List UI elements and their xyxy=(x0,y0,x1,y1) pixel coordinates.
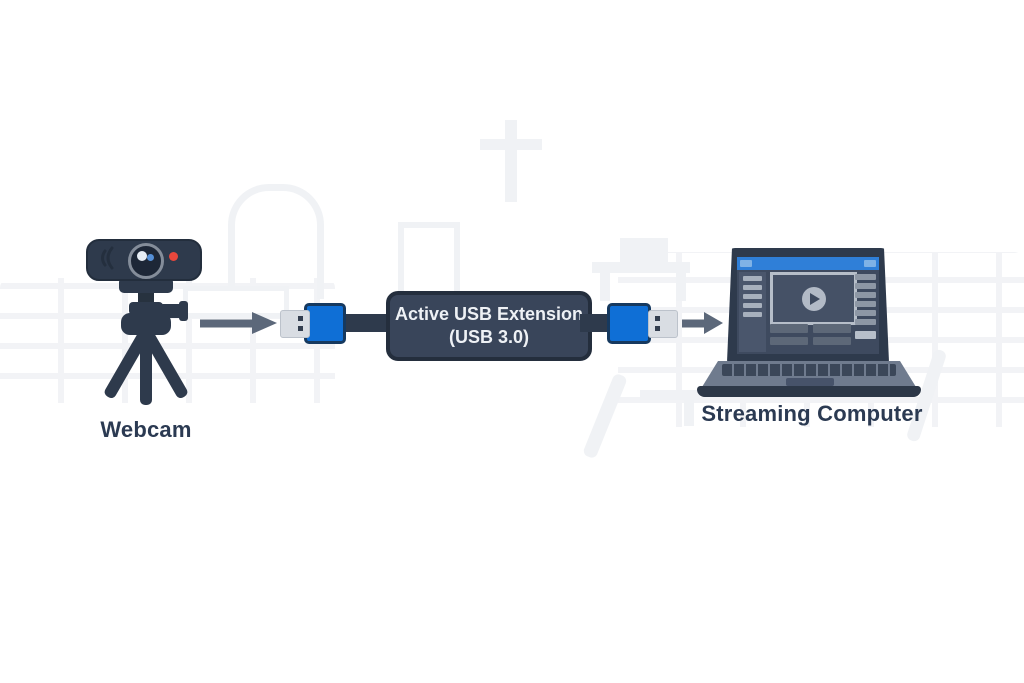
panel-row xyxy=(855,319,876,325)
sidebar-item xyxy=(743,285,762,290)
background-podium-shape xyxy=(592,262,690,273)
app-titlebar xyxy=(737,257,879,270)
usb-plug-tip xyxy=(648,310,678,338)
webcam-lens-icon xyxy=(128,243,164,279)
panel-row-highlight xyxy=(855,331,876,339)
lens-highlight xyxy=(137,251,147,261)
sidebar-item xyxy=(743,276,762,281)
webcam-label: Webcam xyxy=(100,417,192,442)
play-triangle xyxy=(810,292,820,305)
control-rect xyxy=(770,337,808,345)
tripod-hub xyxy=(121,313,171,335)
usb-cable xyxy=(580,314,612,332)
titlebar-button xyxy=(740,260,752,267)
extension-label-line1: Active USB Extension xyxy=(394,304,584,324)
background-podium-shape xyxy=(620,238,668,262)
app-sidebar xyxy=(739,272,766,352)
sidebar-item xyxy=(743,294,762,299)
usb-cable xyxy=(346,314,390,332)
tripod-collar xyxy=(129,302,163,315)
record-indicator-icon xyxy=(169,252,178,261)
panel-row xyxy=(855,292,876,298)
usb-plug-body xyxy=(607,303,651,344)
usb-pin xyxy=(655,316,660,321)
panel-row xyxy=(855,301,876,307)
background-bench-shape xyxy=(640,390,700,400)
background-cross-icon xyxy=(480,139,542,150)
usb-plug-body xyxy=(304,303,346,344)
laptop-trackpad xyxy=(786,378,834,386)
laptop-keyboard xyxy=(722,364,896,376)
background-podium-shape xyxy=(600,273,610,301)
sound-wave-icon xyxy=(101,246,114,270)
laptop-bottom-edge xyxy=(697,386,921,397)
panel-row xyxy=(855,310,876,316)
background-podium-shape xyxy=(676,273,686,301)
usb-pin xyxy=(655,326,660,331)
usb-plug-tip xyxy=(280,310,310,338)
webcam-mount xyxy=(119,277,173,293)
laptop-screen xyxy=(737,257,879,354)
background-arched-window-shape xyxy=(228,184,324,299)
play-icon xyxy=(801,286,826,311)
sidebar-item xyxy=(743,303,762,308)
background-slab-shape xyxy=(183,286,289,318)
arrow-right-icon xyxy=(682,312,723,334)
control-rect xyxy=(770,324,808,333)
usb-pin xyxy=(298,316,303,321)
lens-highlight xyxy=(147,254,154,261)
computer-label: Streaming Computer xyxy=(701,401,923,426)
sidebar-item xyxy=(743,312,762,317)
tripod-knob-cap xyxy=(179,301,188,321)
video-preview xyxy=(770,272,857,325)
panel-row xyxy=(855,274,876,280)
background-bench-shape xyxy=(684,396,694,426)
usb-pin xyxy=(298,326,303,331)
extension-label-line2: (USB 3.0) xyxy=(448,327,529,347)
control-rect xyxy=(813,324,851,333)
background-cross-icon xyxy=(505,120,517,202)
arrow-right-icon xyxy=(200,312,277,334)
laptop-base xyxy=(702,361,916,387)
panel-row xyxy=(855,283,876,289)
titlebar-button xyxy=(864,260,876,267)
tripod-center-leg xyxy=(140,333,152,405)
active-usb-extension-box: Active USB Extension (USB 3.0) xyxy=(386,291,592,361)
control-rect xyxy=(813,337,851,345)
